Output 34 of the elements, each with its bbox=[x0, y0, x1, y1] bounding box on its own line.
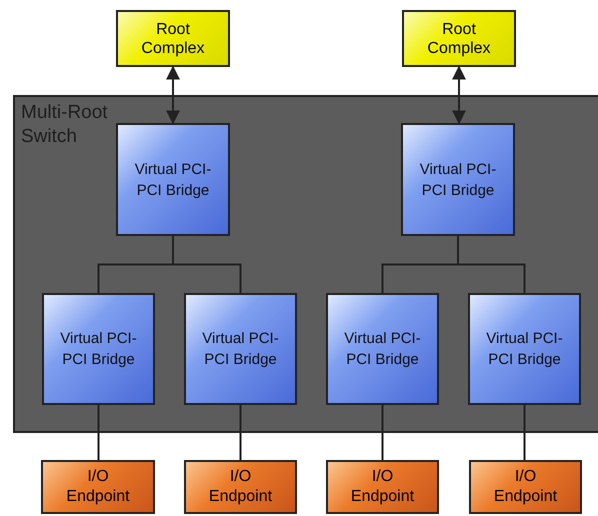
connector-line bbox=[98, 405, 100, 460]
endpoint-box bbox=[469, 460, 582, 514]
bridge-box bbox=[116, 123, 230, 236]
connector-line bbox=[172, 236, 242, 293]
endpoint-box bbox=[41, 460, 155, 514]
bridge-box bbox=[42, 293, 155, 405]
root-complex-box bbox=[116, 10, 230, 67]
switch-label: Multi-Root Switch bbox=[21, 101, 109, 149]
connector-line bbox=[457, 236, 526, 293]
box-label: I/O Endpoint bbox=[350, 467, 416, 507]
connector-line bbox=[240, 405, 242, 460]
box-label: I/O Endpoint bbox=[492, 467, 558, 507]
box-label: Root Complex bbox=[426, 20, 492, 58]
root-complex-box bbox=[402, 10, 516, 67]
connector-line bbox=[382, 405, 384, 460]
connector-line bbox=[524, 405, 526, 460]
box-label: I/O Endpoint bbox=[65, 467, 131, 507]
switch-panel bbox=[13, 95, 598, 433]
bridge-box bbox=[468, 293, 581, 405]
box-label: Virtual PCI-PCI Bridge bbox=[59, 329, 138, 370]
endpoint-box bbox=[326, 460, 439, 514]
arrow bbox=[166, 66, 180, 124]
box-label: Virtual PCI-PCI Bridge bbox=[418, 160, 498, 200]
box-label: Root Complex bbox=[140, 20, 206, 58]
bridge-box bbox=[326, 293, 439, 405]
bridge-box bbox=[184, 293, 297, 405]
arrow bbox=[452, 66, 466, 124]
box-label: Virtual PCI-PCI Bridge bbox=[201, 329, 280, 370]
bridge-box bbox=[401, 123, 515, 236]
endpoint-box bbox=[184, 460, 297, 514]
box-label: Virtual PCI-PCI Bridge bbox=[134, 160, 212, 200]
box-label: Virtual PCI-PCI Bridge bbox=[343, 329, 422, 370]
box-label: I/O Endpoint bbox=[208, 467, 274, 507]
box-label: Virtual PCI-PCI Bridge bbox=[485, 329, 564, 370]
